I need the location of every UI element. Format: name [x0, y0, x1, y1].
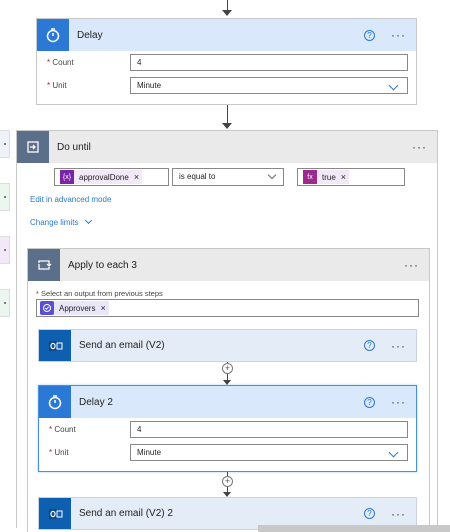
- apply-to-each-header[interactable]: Apply to each 3 ···: [28, 249, 429, 281]
- loop-icon: [17, 131, 49, 163]
- change-limits-label: Change limits: [30, 218, 79, 227]
- send-email-2-card[interactable]: Send an email (V2) 2 ? ···: [38, 497, 417, 530]
- variable-icon: {x}: [60, 170, 74, 184]
- delay-2-title: Delay 2: [79, 396, 113, 408]
- connector-arrowhead-3: [223, 492, 231, 497]
- apply-to-each-card[interactable]: Apply to each 3 ··· * Select an output f…: [27, 248, 430, 532]
- do-until-title: Do until: [57, 141, 91, 153]
- delay-card-header[interactable]: Delay ? ···: [37, 19, 416, 51]
- operator-select[interactable]: is equal to: [172, 168, 284, 186]
- true-token[interactable]: fx true ×: [303, 170, 350, 184]
- more-options-icon[interactable]: ···: [412, 140, 427, 154]
- delay-title: Delay: [77, 29, 103, 41]
- outlook-icon: [39, 498, 71, 529]
- help-icon[interactable]: ?: [364, 340, 375, 351]
- expression-icon: fx: [303, 170, 317, 184]
- repeat-icon: [28, 249, 60, 281]
- true-token-label: true: [322, 172, 336, 182]
- do-until-header[interactable]: Do until ···: [17, 131, 437, 163]
- delay-2-card[interactable]: Delay 2 ? ··· * Count 4 * Unit Minute: [38, 385, 417, 472]
- condition-right-input[interactable]: fx true ×: [297, 168, 405, 186]
- chevron-down-icon: [388, 447, 399, 458]
- approvers-token[interactable]: Approvers ×: [40, 301, 109, 315]
- unit-label: * Unit: [49, 448, 69, 457]
- help-icon[interactable]: ?: [364, 508, 375, 519]
- side-branch-tab-4[interactable]: [0, 289, 10, 317]
- chevron-down-icon: [267, 170, 277, 180]
- operator-select-value: is equal to: [179, 172, 216, 181]
- add-step-plus-icon[interactable]: +: [222, 363, 233, 374]
- do-until-card[interactable]: Do until ··· {x} approvalDone × is equal…: [16, 130, 438, 532]
- send-email-header[interactable]: Send an email (V2) ? ···: [39, 330, 416, 361]
- more-options-icon[interactable]: ···: [391, 506, 406, 521]
- outlook-icon: [39, 330, 71, 361]
- more-options-icon[interactable]: ···: [391, 28, 406, 42]
- more-options-icon[interactable]: ···: [391, 338, 406, 353]
- edit-advanced-link[interactable]: Edit in advanced mode: [30, 195, 112, 204]
- select-output-input[interactable]: Approvers ×: [36, 299, 419, 317]
- connector-arrowhead-2: [223, 380, 231, 385]
- approvers-token-label: Approvers: [59, 303, 96, 313]
- remove-token-icon[interactable]: ×: [340, 171, 347, 182]
- approval-done-token[interactable]: {x} approvalDone ×: [60, 170, 143, 184]
- add-step-plus-icon[interactable]: +: [222, 476, 233, 487]
- remove-token-icon[interactable]: ×: [133, 171, 140, 182]
- count-input[interactable]: 4: [130, 421, 408, 438]
- delay-2-header[interactable]: Delay 2 ? ···: [39, 386, 416, 418]
- count-label: * Count: [49, 425, 76, 434]
- count-input[interactable]: 4: [130, 54, 408, 71]
- side-branch-tab-2[interactable]: [0, 183, 10, 211]
- chevron-down-icon: [388, 80, 399, 91]
- chevron-down-icon: [84, 216, 92, 225]
- send-email-2-header[interactable]: Send an email (V2) 2 ? ···: [39, 498, 416, 529]
- unit-label: * Unit: [47, 81, 67, 90]
- connector-1: [227, 105, 228, 125]
- unit-select[interactable]: Minute: [130, 444, 408, 461]
- timer-icon: [37, 19, 69, 51]
- count-label: * Count: [47, 58, 74, 67]
- unit-select-value: Minute: [137, 81, 162, 90]
- side-branch-tab-3[interactable]: [0, 236, 10, 264]
- horizontal-scrollbar[interactable]: [258, 525, 450, 532]
- send-email-2-title: Send an email (V2) 2: [79, 508, 173, 519]
- select-output-label: * Select an output from previous steps: [36, 289, 163, 298]
- apply-to-each-title: Apply to each 3: [68, 259, 137, 271]
- send-email-title: Send an email (V2): [79, 340, 165, 351]
- more-options-icon[interactable]: ···: [404, 258, 419, 272]
- approval-done-token-label: approvalDone: [79, 172, 129, 182]
- condition-left-input[interactable]: {x} approvalDone ×: [54, 168, 169, 186]
- send-email-card[interactable]: Send an email (V2) ? ···: [38, 329, 417, 362]
- unit-select[interactable]: Minute: [130, 77, 408, 94]
- connector-arrowhead-1: [222, 123, 232, 129]
- connector-top: [227, 0, 228, 12]
- help-icon[interactable]: ?: [364, 29, 375, 41]
- change-limits-link[interactable]: Change limits: [30, 216, 92, 227]
- connector-arrowhead-top: [222, 10, 232, 16]
- remove-token-icon[interactable]: ×: [100, 302, 106, 313]
- more-options-icon[interactable]: ···: [391, 395, 406, 409]
- help-icon[interactable]: ?: [364, 396, 375, 408]
- approvals-icon: [40, 301, 54, 315]
- side-branch-tab-1[interactable]: [0, 130, 10, 158]
- delay-card[interactable]: Delay ? ··· * Count 4 * Unit Minute: [36, 18, 417, 105]
- unit-select-value: Minute: [137, 448, 162, 457]
- timer-icon: [39, 386, 71, 418]
